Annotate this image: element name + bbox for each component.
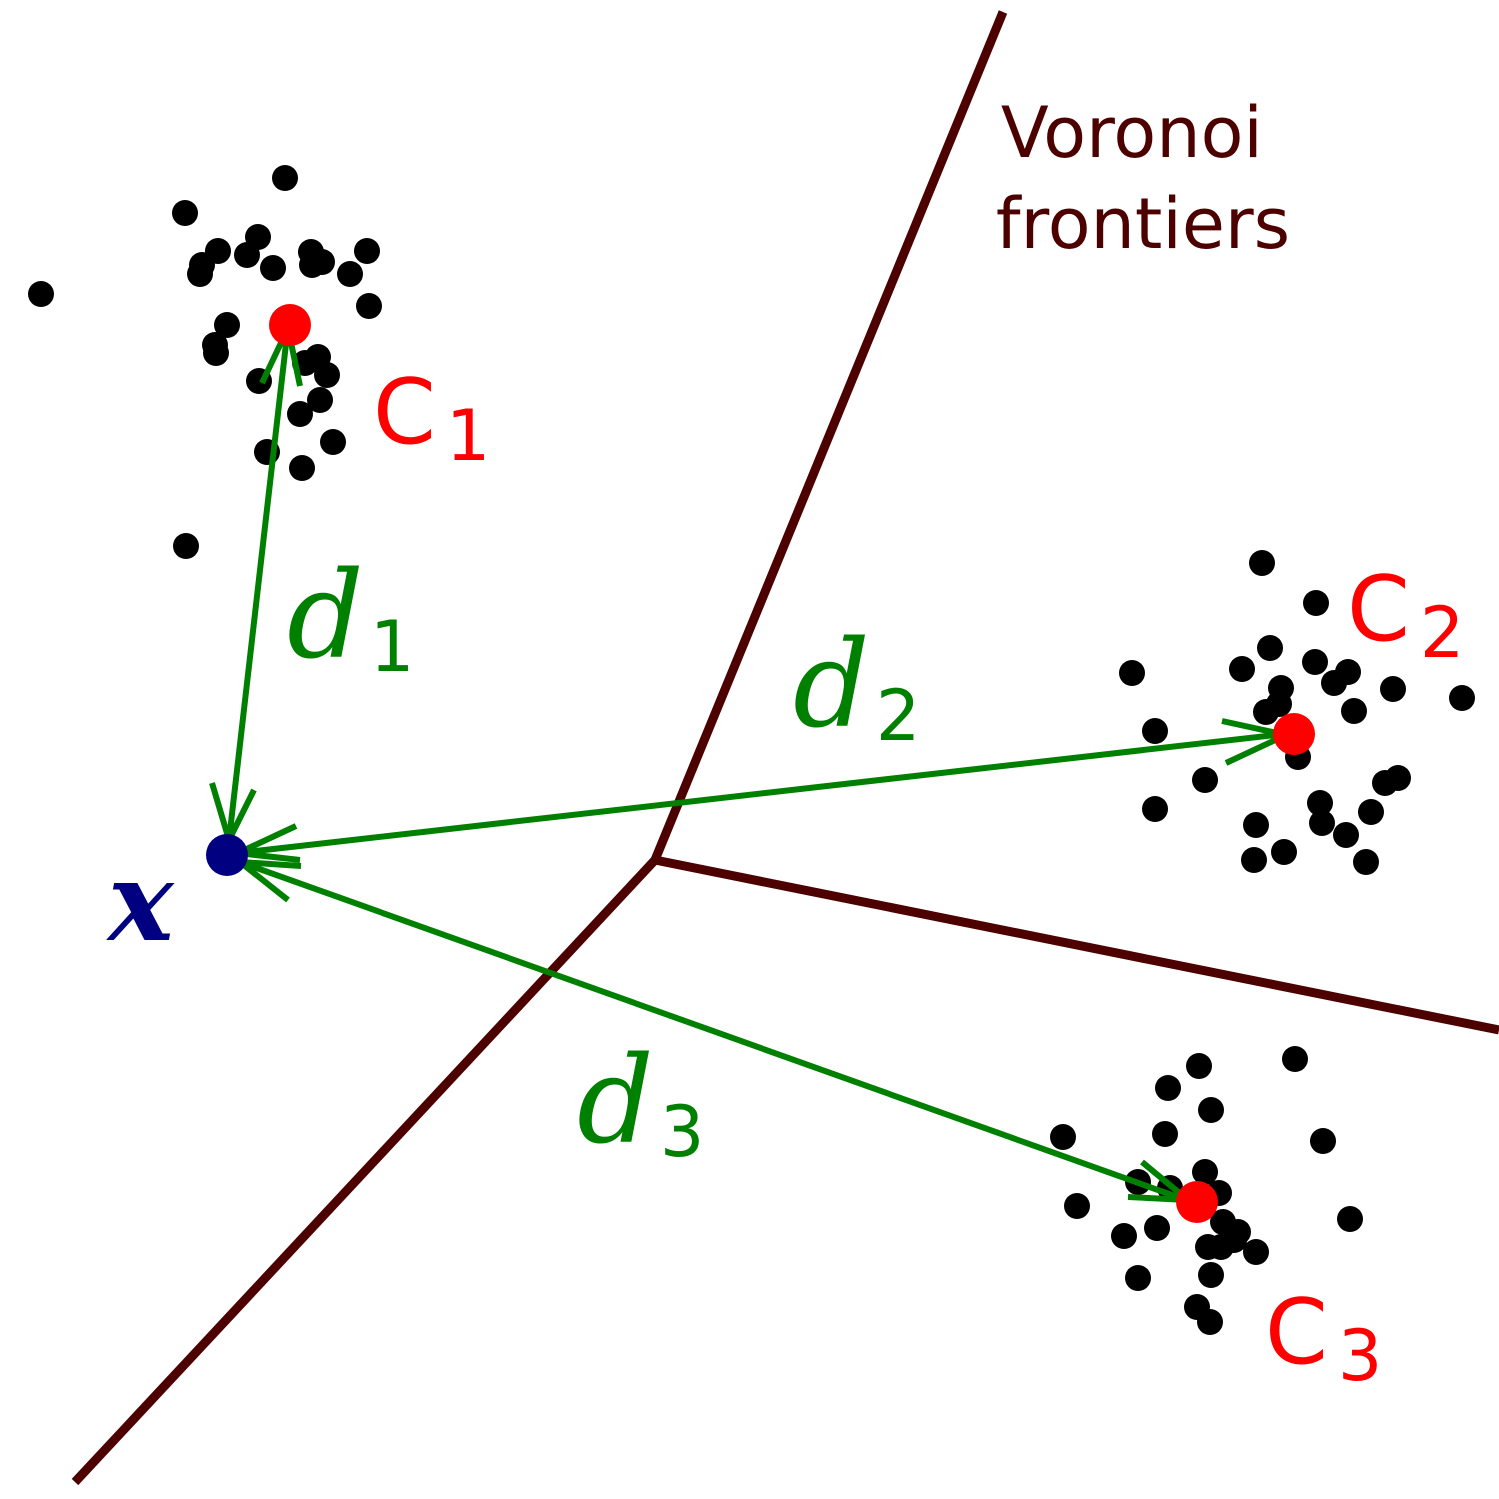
- distance-arrow-d2: [237, 731, 1285, 856]
- data-point: [1257, 635, 1283, 661]
- data-point: [1064, 1193, 1090, 1219]
- query-point-label: x: [106, 837, 175, 966]
- data-point: [1271, 839, 1297, 865]
- data-point: [1337, 1206, 1363, 1232]
- data-point: [1249, 550, 1275, 576]
- data-point: [1253, 699, 1279, 725]
- distance-label-d2: d2: [793, 616, 920, 757]
- data-point: [1307, 790, 1333, 816]
- voronoi-frontiers: [71, 10, 1499, 1486]
- data-point: [1142, 718, 1168, 744]
- data-point: [1111, 1223, 1137, 1249]
- centroid-c1: [269, 304, 311, 346]
- data-point: [1144, 1215, 1170, 1241]
- data-point: [1229, 656, 1255, 682]
- data-point: [1310, 1128, 1336, 1154]
- frontier-label-line1: Voronoi: [1001, 92, 1263, 174]
- data-point: [307, 387, 333, 413]
- data-point: [354, 238, 380, 264]
- data-point: [1050, 1124, 1076, 1150]
- data-point: [1192, 1159, 1218, 1185]
- data-point: [314, 362, 340, 388]
- data-point: [337, 261, 363, 287]
- data-point: [1449, 685, 1475, 711]
- centroid-c3: [1176, 1181, 1218, 1223]
- data-point: [1119, 660, 1145, 686]
- distance-arrow-d1: [226, 334, 290, 841]
- data-point: [1333, 822, 1359, 848]
- data-point: [1142, 796, 1168, 822]
- data-point: [1341, 698, 1367, 724]
- data-point: [1186, 1053, 1212, 1079]
- centroid-label-c2-subscript: 2: [1420, 592, 1465, 674]
- data-point: [1385, 765, 1411, 791]
- data-point: [187, 261, 213, 287]
- cluster-1-points: [28, 165, 382, 559]
- data-point: [172, 200, 198, 226]
- distance-label-d2-subscript: 2: [876, 675, 921, 757]
- distance-label-d1-name: d: [287, 547, 364, 686]
- data-point: [1155, 1075, 1181, 1101]
- data-point: [1282, 1046, 1308, 1072]
- data-point: [214, 312, 240, 338]
- data-point: [1302, 649, 1328, 675]
- data-point: [28, 281, 54, 307]
- data-point: [356, 293, 382, 319]
- centroid-label-c1-name: C: [373, 360, 436, 465]
- data-point: [260, 255, 286, 281]
- centroid-label-c1-subscript: 1: [446, 395, 491, 477]
- data-point: [1243, 1239, 1269, 1265]
- data-point: [1309, 810, 1335, 836]
- centroid-label-c3-name: C: [1265, 1280, 1328, 1385]
- data-point: [1321, 670, 1347, 696]
- data-point: [1152, 1121, 1178, 1147]
- data-point: [289, 455, 315, 481]
- data-point: [173, 533, 199, 559]
- frontier-top: [650, 10, 1008, 862]
- query-point: [206, 834, 248, 876]
- frontier-right: [654, 855, 1499, 1035]
- distance-label-d3-subscript: 3: [660, 1091, 705, 1173]
- data-point: [299, 252, 325, 278]
- data-point: [1125, 1265, 1151, 1291]
- data-point: [1221, 1227, 1247, 1253]
- centroid-c2: [1273, 713, 1315, 755]
- data-point: [1197, 1309, 1223, 1335]
- data-point: [203, 340, 229, 366]
- data-point: [1198, 1097, 1224, 1123]
- data-point: [1303, 590, 1329, 616]
- data-point: [320, 429, 346, 455]
- data-point: [1353, 849, 1379, 875]
- data-point: [234, 242, 260, 268]
- distance-label-d2-name: d: [793, 616, 870, 755]
- data-point: [272, 165, 298, 191]
- distance-arrows: [209, 318, 1296, 1204]
- data-point: [1241, 847, 1267, 873]
- data-point: [1198, 1262, 1224, 1288]
- frontier-label-line2: frontiers: [996, 183, 1290, 265]
- data-point: [287, 401, 313, 427]
- distance-label-d1-subscript: 1: [370, 606, 415, 688]
- frontier-label: Voronoi frontiers: [996, 92, 1290, 265]
- data-point: [1243, 812, 1269, 838]
- data-point: [1192, 767, 1218, 793]
- data-point: [1380, 676, 1406, 702]
- distance-label-d3: d3: [577, 1032, 704, 1173]
- cluster-2-points: [1119, 550, 1475, 875]
- centroid-label-c3-subscript: 3: [1338, 1315, 1383, 1397]
- frontier-bottom-left: [71, 856, 659, 1486]
- distance-label-d1: d1: [287, 547, 414, 688]
- distance-label-d3-name: d: [577, 1032, 654, 1171]
- distance-arrow-d3: [238, 859, 1188, 1203]
- data-point: [1358, 799, 1384, 825]
- centroid-label-c2-name: C: [1347, 557, 1410, 662]
